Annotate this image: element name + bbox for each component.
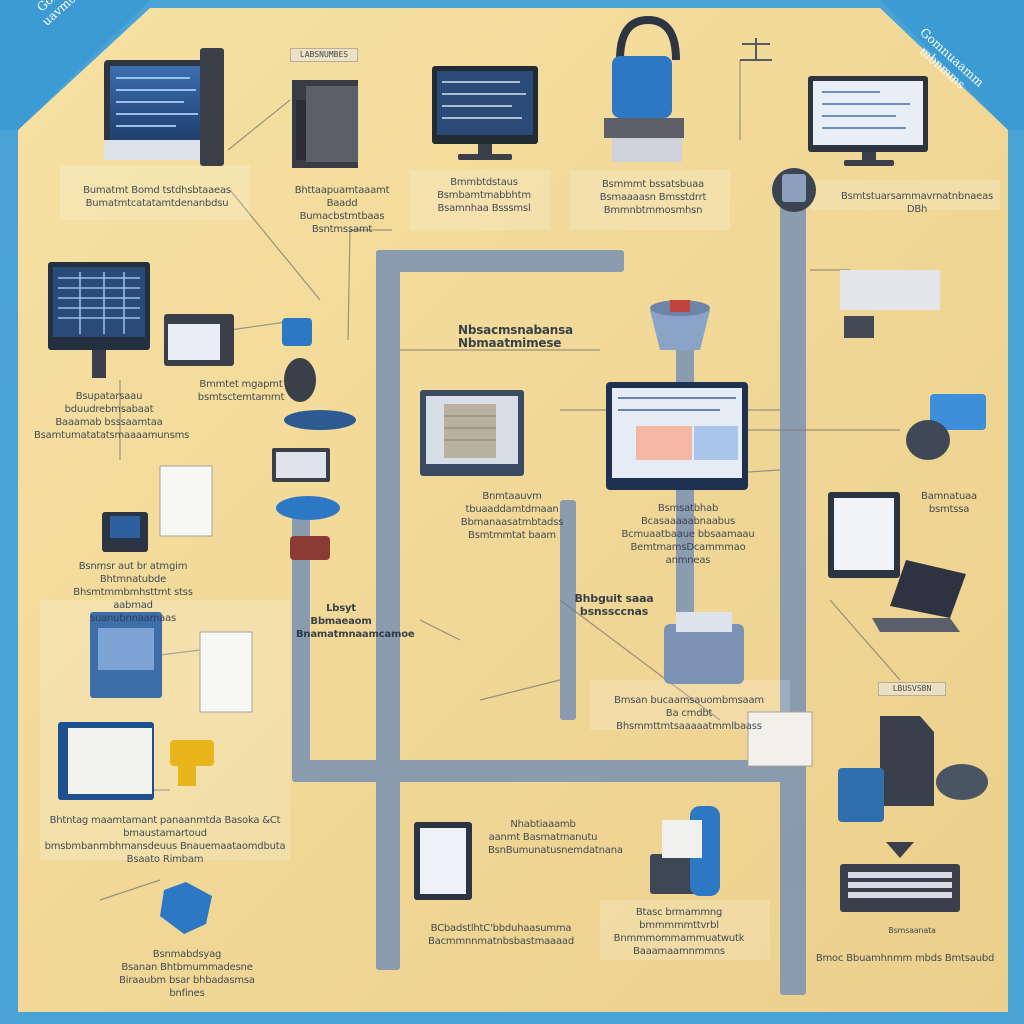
label-printer: Bmsan bucaamsauombmsaam Ba cmdbt Bhsmmtt… — [614, 695, 764, 732]
tablet-icon — [828, 492, 900, 578]
label-building-screen: Bnmtaauvm tbuaaddamtdmaan Bbmanaasatmbta… — [460, 491, 564, 541]
label-keyboard-small: Bsmsaanata — [888, 926, 936, 935]
cube-icon — [160, 882, 212, 934]
corner-banner-top-right — [880, 0, 1024, 130]
dashboard-screen-icon — [606, 382, 748, 490]
server-box-icon — [90, 612, 162, 698]
book-server-icon — [292, 80, 358, 168]
label-book-server: Bhttaapuamtaaamt Baadd Bumacbstmtbaas Bs… — [294, 185, 390, 235]
hub-node-icon — [772, 168, 816, 212]
wireless-device-icon — [906, 394, 986, 460]
label-padlock: Bsmmmt bssatsbuaa Bsmaaaasn Bmsstdrrt Bm… — [599, 179, 707, 216]
corner-banner-top-left — [0, 0, 150, 130]
desk-printer-icon — [650, 806, 720, 896]
phone-icon — [102, 512, 148, 552]
monitor-icon — [104, 48, 224, 166]
label-card-reader: Bmmtet mgapmt bsmtsctemtammt — [197, 379, 285, 403]
document-tablet-icon — [414, 822, 472, 900]
router-icon — [282, 318, 356, 430]
connection-lines — [90, 60, 901, 901]
label-binder-tool: Bhtntag maamtamant panaanmtda Basoka &Ct… — [44, 815, 286, 865]
label-document-tablet: Nhabtiaaamb aanmt Basmatmanutu BsnBumuna… — [488, 819, 623, 856]
label-dashboard-screen: Bsmsatbhab Bcasaaaaabnaabus Bcmuaatbaaue… — [621, 503, 755, 566]
label-left-monitor: Bsupatarsaau bduudrebmsabaat Baaamab bss… — [34, 391, 190, 441]
label-wireless-device: Bamnatuaa bsmtssa — [921, 491, 977, 515]
label-network-box: Lbsyt Bbmaeaom Bnamatmnaamcamoe — [296, 603, 415, 640]
pot-device-icon — [650, 300, 710, 350]
building-screen-icon — [420, 390, 524, 476]
tool-icon — [170, 740, 214, 786]
tag-chip-right: LBUSVSBN — [878, 682, 946, 696]
label-center-node: Bhbguit saaa bsnssccnas — [574, 592, 654, 618]
printer-icon — [664, 612, 744, 684]
right-monitor-icon — [808, 76, 928, 166]
label-phone: Bsnmsr aut br atmgim Bhtmnatubde Bhsmtmm… — [73, 561, 193, 624]
label-keyboard: Bmoc Bbuamhnmm mbds Bmtsaubd — [815, 953, 995, 964]
paper-docs-icon — [159, 465, 253, 713]
keyboard-icon — [840, 842, 960, 912]
small-screen-icon — [272, 448, 340, 560]
padlock-device-icon — [604, 15, 684, 162]
label-cube: Bsnmabdsyag Bsanan Bhtbmummadesne Biraau… — [119, 949, 255, 999]
paper-stack-icon — [747, 711, 813, 767]
tower-pc-icon — [838, 716, 988, 822]
laptop-icon — [872, 560, 966, 632]
label-right-monitor: Bsmtstuarsammavrnatnbnaeas DBh — [840, 191, 994, 215]
binder-icon — [58, 722, 154, 800]
desktop-monitor-icon — [432, 66, 538, 160]
label-center-hub: Nbsacmsnabansa Nbmaatmimese — [458, 323, 573, 350]
label-bottom-center: BCbadstlhtC'bbduhaasumma Bacmmnnmatnbsba… — [428, 923, 574, 947]
antenna-icon — [740, 38, 772, 61]
card-reader-icon — [164, 314, 234, 366]
label-monitor: Bumatmt Bomd tstdhsbtaaeas Bumatmtcatata… — [83, 185, 231, 209]
label-desktop-monitor: Bmmbtdstaus Bsmbamtmabbhtm Bsamnhaa Bsss… — [437, 177, 531, 214]
label-desk-printer: Btasc brmammng bmmmmmttvrbl Bnmmmommammu… — [613, 907, 745, 957]
scanner-icon — [840, 270, 940, 338]
tag-chip-top: LABSNUMBES — [290, 48, 358, 62]
left-monitor-icon — [48, 262, 150, 378]
